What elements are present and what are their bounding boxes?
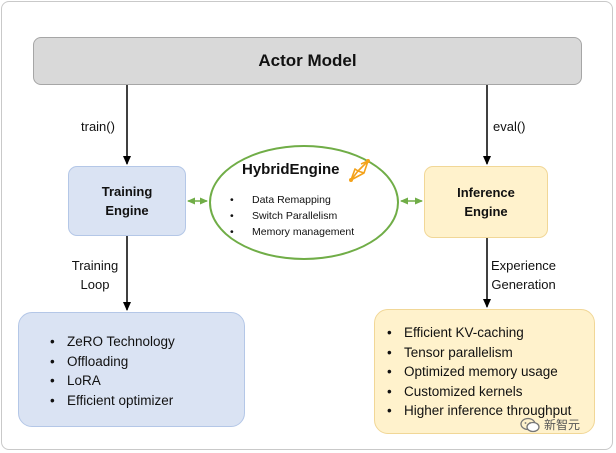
training-feature-item: Efficient optimizer [50, 391, 244, 411]
experience-generation-line1: Experience [491, 258, 557, 273]
training-feature-item: LoRA [50, 371, 244, 391]
eval-label: eval() [493, 119, 526, 134]
hybrid-item-data-remapping: Data Remapping [230, 192, 354, 208]
hybrid-engine-ellipse: HybridEngine Data Remapping Switch Paral… [209, 145, 399, 260]
inference-feature-item: Efficient KV-caching [387, 323, 594, 343]
inference-engine-box: Inference Engine [424, 166, 548, 238]
hybrid-item-switch-parallelism: Switch Parallelism [230, 208, 354, 224]
inference-features-list: Efficient KV-caching Tensor parallelism … [387, 323, 594, 421]
inference-feature-item: Higher inference throughput [387, 401, 594, 421]
hybrid-engine-list: Data Remapping Switch Parallelism Memory… [230, 192, 354, 240]
actor-model-box: Actor Model [33, 37, 582, 85]
watermark-text: 新智元 [544, 418, 581, 432]
training-loop-label: Training Loop [69, 256, 121, 294]
experience-generation-label: Experience Generation [491, 256, 556, 294]
inference-feature-item: Tensor parallelism [387, 343, 594, 363]
training-feature-item: Offloading [50, 352, 244, 372]
inference-engine-line1: Inference [457, 185, 515, 200]
training-loop-line1: Training [71, 258, 119, 273]
experience-generation-line2: Generation [491, 277, 556, 292]
training-feature-item: ZeRO Technology [50, 332, 244, 352]
training-engine-line2: Engine [105, 203, 149, 218]
inference-feature-item: Optimized memory usage [387, 362, 594, 382]
wechat-icon [520, 417, 540, 432]
training-features-box: ZeRO Technology Offloading LoRA Efficien… [18, 312, 245, 427]
train-label: train() [81, 119, 115, 134]
training-loop-line2: Loop [80, 277, 110, 292]
hybrid-engine-logo-icon [349, 159, 370, 182]
actor-model-label: Actor Model [258, 51, 357, 70]
inference-feature-item: Customized kernels [387, 382, 594, 402]
training-engine-box: Training Engine [68, 166, 186, 236]
hybrid-item-memory-management: Memory management [230, 224, 354, 240]
inference-features-box: Efficient KV-caching Tensor parallelism … [374, 309, 595, 434]
training-engine-line1: Training [101, 184, 153, 199]
watermark: 新智元 [520, 416, 580, 433]
inference-engine-line2: Engine [464, 204, 508, 219]
training-features-list: ZeRO Technology Offloading LoRA Efficien… [50, 332, 244, 410]
hybrid-engine-title: HybridEngine [242, 161, 340, 178]
